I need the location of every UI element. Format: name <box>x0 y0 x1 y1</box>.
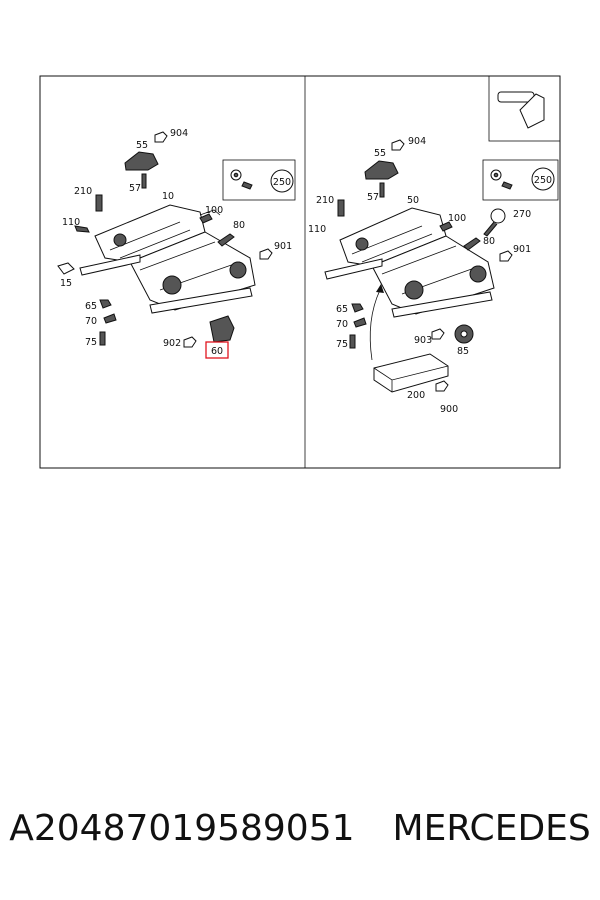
bolt-75-icon <box>99 331 106 346</box>
seat-switch-icon <box>519 93 545 129</box>
cap-15-icon <box>57 262 75 275</box>
label-10: 10 <box>162 191 174 202</box>
tag-903-icon <box>431 328 445 340</box>
wrench-handle-icon <box>483 221 498 237</box>
right-inset-switch <box>488 75 561 142</box>
highlight-box-60 <box>205 341 229 359</box>
label-70: 70 <box>336 319 348 330</box>
label-270: 270 <box>513 209 531 220</box>
label-904: 904 <box>408 136 426 147</box>
label-100: 100 <box>205 205 223 216</box>
motor-60-icon <box>209 315 235 343</box>
switch-buttons-icon <box>497 91 535 103</box>
bolt-57-icon <box>379 182 385 198</box>
bolt-icon <box>241 181 253 190</box>
label-250: 250 <box>534 175 552 186</box>
screw-100-icon <box>199 213 213 224</box>
label-110: 110 <box>308 224 326 235</box>
clip-80-icon <box>217 233 235 247</box>
bolt-210-icon <box>337 199 345 217</box>
label-900: 900 <box>440 404 458 415</box>
label-902: 902 <box>163 338 181 349</box>
seat-frame-right <box>324 207 495 318</box>
control-unit-face-icon <box>373 365 449 392</box>
part-number: A20487019589051 <box>9 808 355 849</box>
washer-hole-icon <box>233 172 239 178</box>
label-57: 57 <box>129 183 141 194</box>
label-70: 70 <box>85 316 97 327</box>
clip-70-icon <box>353 317 367 328</box>
label-65: 65 <box>336 304 348 315</box>
tag-904-icon <box>154 131 168 143</box>
left-inset-box-250 <box>222 159 296 201</box>
label-75: 75 <box>85 337 97 348</box>
label-904: 904 <box>170 128 188 139</box>
bracket-55-icon <box>124 151 159 171</box>
tag-904-icon <box>391 139 405 151</box>
label-901: 901 <box>513 244 531 255</box>
label-80: 80 <box>483 236 495 247</box>
control-unit-200-icon <box>373 353 449 393</box>
seat-frame-left <box>74 204 256 314</box>
right-panel: 250 904 55 57 50 210 110 100 270 80 901 <box>308 75 561 415</box>
label-80: 80 <box>233 220 245 231</box>
label-75: 75 <box>336 339 348 350</box>
clip-80-icon <box>463 237 481 251</box>
screw-100-icon <box>439 221 453 232</box>
label-15: 15 <box>60 278 72 289</box>
label-110: 110 <box>62 217 80 228</box>
wrench-270-icon <box>490 208 506 224</box>
tag-902-icon <box>183 336 197 348</box>
label-250: 250 <box>273 177 291 188</box>
clip-70-icon <box>103 313 117 324</box>
bolt-57-icon <box>141 173 147 189</box>
tag-900-icon <box>435 380 449 392</box>
label-60: 60 <box>211 346 223 357</box>
nut-65-icon <box>351 303 364 313</box>
callout-circle-250 <box>531 167 555 191</box>
label-200: 200 <box>407 390 425 401</box>
label-55: 55 <box>136 140 148 151</box>
tag-901-icon <box>259 248 273 260</box>
arrow-head-icon <box>376 284 384 293</box>
right-inset-box-250 <box>482 159 559 201</box>
diagram-frame <box>39 75 561 469</box>
brand-name: MERCEDES <box>392 808 591 849</box>
label-55: 55 <box>374 148 386 159</box>
bolt-75-icon <box>349 334 356 349</box>
label-100: 100 <box>448 213 466 224</box>
label-65: 65 <box>85 301 97 312</box>
label-50: 50 <box>407 195 419 206</box>
bolt-icon <box>501 181 513 190</box>
motor-85-hub-icon <box>460 330 468 338</box>
caption-bar: A20487019589051 MERCEDES <box>0 808 600 858</box>
bracket-55-icon <box>364 160 399 180</box>
label-210: 210 <box>74 186 92 197</box>
label-85: 85 <box>457 346 469 357</box>
washer-hole-icon <box>493 172 499 178</box>
label-210: 210 <box>316 195 334 206</box>
label-903: 903 <box>414 335 432 346</box>
callout-circle-250 <box>270 169 294 193</box>
bolt-210-icon <box>95 194 103 212</box>
nut-65-icon <box>99 299 112 309</box>
arrow-connector <box>369 289 381 361</box>
left-panel: 250 904 55 57 10 210 110 100 80 <box>57 128 296 359</box>
label-57: 57 <box>367 192 379 203</box>
label-901: 901 <box>274 241 292 252</box>
tag-901-icon <box>499 250 513 262</box>
